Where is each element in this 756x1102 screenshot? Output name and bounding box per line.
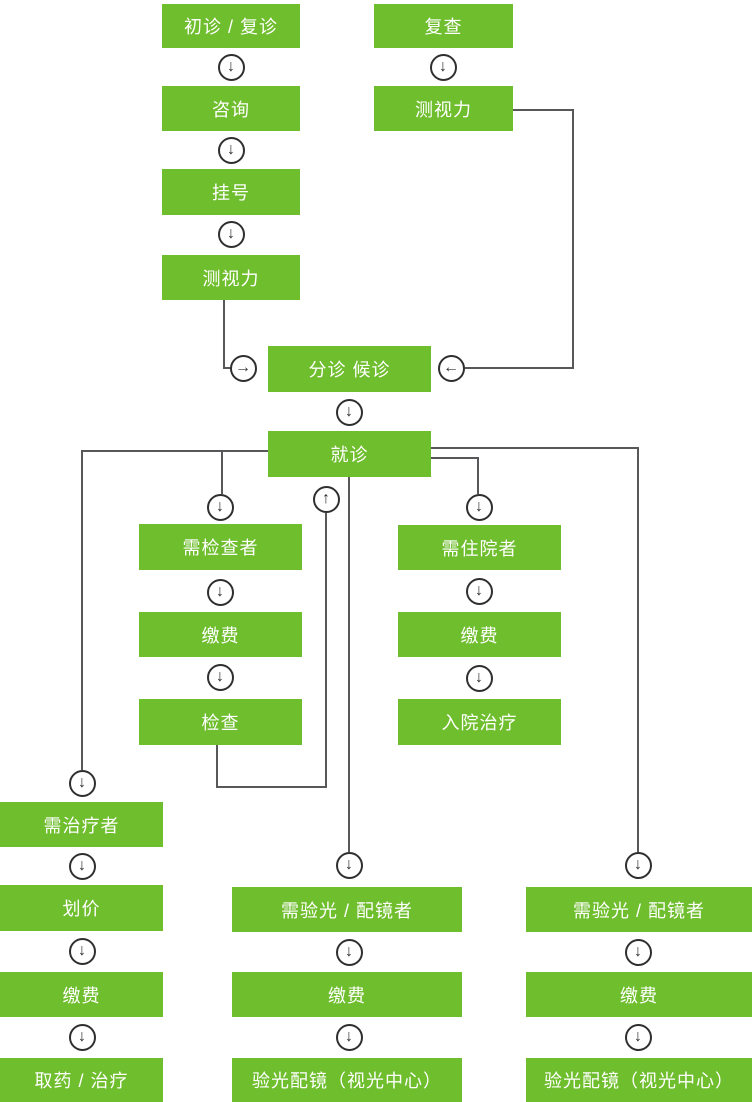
line-exam-loop-back	[216, 513, 327, 788]
line-visit-to-optometry-right	[431, 447, 639, 852]
arrow-down-icon-payment-mid-to-optical-center: ↓	[335, 1023, 363, 1051]
arrow-down-icon-need-optometry-mid-to-payment: ↓	[335, 938, 363, 966]
arrow-down-icon-registration-to-vision-test: ↓	[217, 220, 245, 248]
flow-node-optical-center-right: 验光配镜（视光中心）	[526, 1058, 752, 1102]
arrow-down-icon-need-optometry-right-to-payment: ↓	[624, 938, 652, 966]
flow-node-examination: 检查	[139, 699, 302, 745]
flow-node-payment-hospital: 缴费	[398, 612, 561, 657]
arrow-down-icon-visit-to-need-treatment: ↓	[68, 769, 96, 797]
arrow-down-icon-payment-to-examination: ↓	[206, 663, 234, 691]
flow-node-hospital-treatment: 入院治疗	[398, 699, 561, 745]
flow-node-triage-waiting: 分诊 候诊	[268, 346, 431, 392]
flow-node-payment-optometry-right: 缴费	[526, 972, 752, 1017]
arrow-down-icon-need-hospital-to-payment: ↓	[465, 577, 493, 605]
flow-node-payment-treatment: 缴费	[0, 972, 163, 1017]
flow-node-consultation: 咨询	[162, 86, 300, 131]
flow-node-medicine-or-treatment: 取药 / 治疗	[0, 1058, 163, 1102]
arrow-down-icon-triage-to-doctor-visit: ↓	[335, 398, 363, 426]
flow-node-vision-test-first: 测视力	[162, 255, 300, 300]
flow-node-registration: 挂号	[162, 169, 300, 215]
arrow-up-icon-exam-loop-back-to-visit: ↑	[312, 485, 340, 513]
flow-node-need-treatment: 需治疗者	[0, 802, 163, 847]
flow-node-payment-optometry-mid: 缴费	[232, 972, 462, 1017]
flow-node-recheck: 复查	[374, 4, 513, 48]
line-visit-to-hospitalization	[431, 457, 479, 494]
arrow-down-icon-visit-to-need-hospitalization: ↓	[465, 493, 493, 521]
flow-node-payment-exam: 缴费	[139, 612, 302, 657]
arrow-down-icon-payment-to-medicine: ↓	[68, 1023, 96, 1051]
flow-node-optical-center-mid: 验光配镜（视光中心）	[232, 1058, 462, 1102]
line-visit-to-treatment-branch	[81, 450, 268, 770]
flow-node-need-optometry-right: 需验光 / 配镜者	[526, 887, 752, 932]
arrow-down-icon-payment-right-to-optical-center: ↓	[624, 1023, 652, 1051]
arrow-down-icon-pricing-to-payment: ↓	[68, 937, 96, 965]
arrow-down-icon-consult-to-registration: ↓	[217, 136, 245, 164]
flow-node-vision-test-recheck: 测视力	[374, 86, 513, 131]
flow-node-need-examination: 需检查者	[139, 524, 302, 570]
flow-node-need-optometry-mid: 需验光 / 配镜者	[232, 887, 462, 932]
arrow-down-icon-visit-to-need-optometry-right: ↓	[624, 851, 652, 879]
arrow-down-icon-need-treatment-to-pricing: ↓	[68, 852, 96, 880]
flow-node-need-hospitalization: 需住院者	[398, 525, 561, 570]
arrow-down-icon-first-return-to-consult: ↓	[217, 53, 245, 81]
flow-node-pricing: 划价	[0, 885, 163, 931]
flow-node-first-or-return-visit: 初诊 / 复诊	[162, 4, 300, 48]
arrow-right-icon-into-triage-left: →	[229, 354, 257, 382]
line-recheck-vision-to-triage	[465, 109, 574, 369]
flow-node-doctor-visit: 就诊	[268, 431, 431, 477]
arrow-left-icon-into-triage-right: ←	[437, 354, 465, 382]
line-vision-test-to-triage	[223, 300, 230, 369]
arrow-down-icon-recheck-to-vision-test: ↓	[429, 53, 457, 81]
arrow-down-icon-need-exam-to-payment: ↓	[206, 578, 234, 606]
arrow-down-icon-visit-to-need-examination: ↓	[206, 493, 234, 521]
arrow-down-icon-payment-to-hospital-treatment: ↓	[465, 664, 493, 692]
arrow-down-icon-visit-to-need-optometry-mid: ↓	[335, 851, 363, 879]
